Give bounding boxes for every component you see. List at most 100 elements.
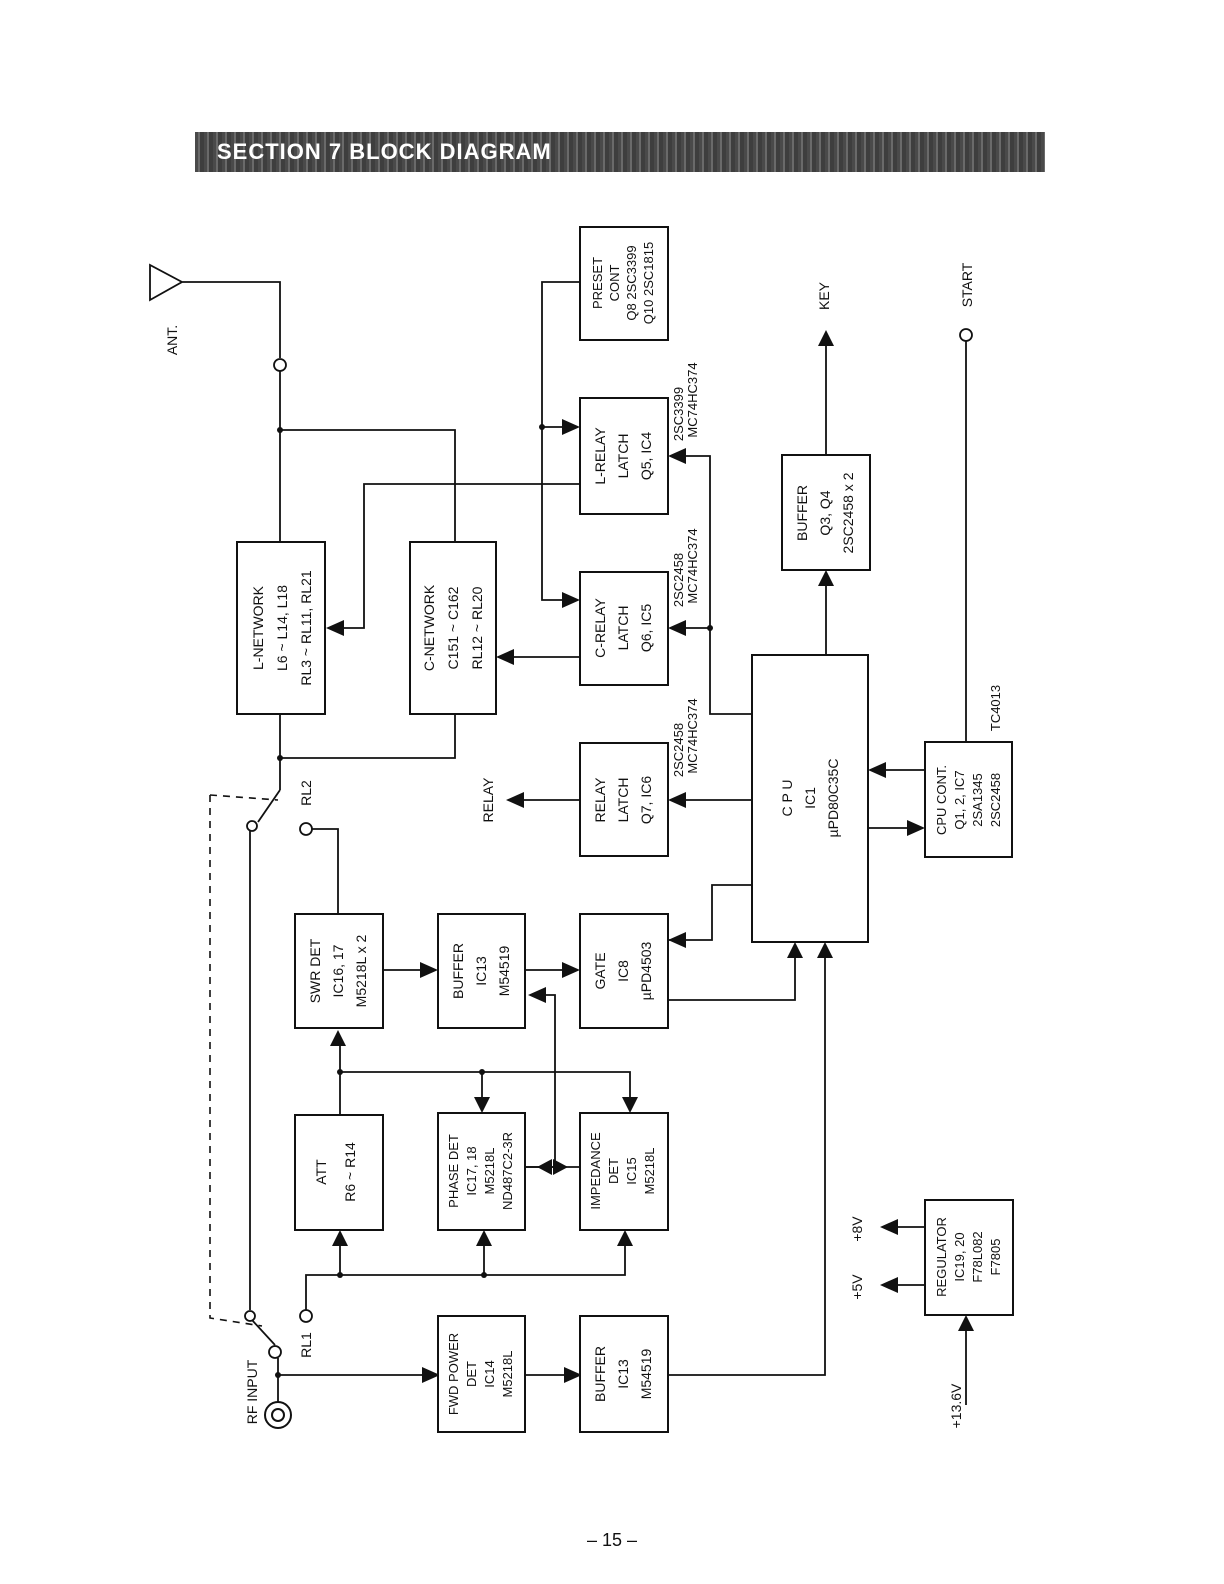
regulator-label-4: F7805 bbox=[988, 1239, 1003, 1276]
antenna-symbol bbox=[149, 263, 281, 358]
relay-latch-block bbox=[579, 742, 669, 857]
relay-latch-label-2: LATCH bbox=[615, 778, 631, 823]
cpu-cont-label-2: Q1, 2, IC7 bbox=[952, 770, 967, 829]
buffer-key-label-2: Q3, Q4 bbox=[817, 490, 833, 535]
preset-cont-block bbox=[579, 226, 669, 341]
rl2-terminal bbox=[299, 822, 313, 836]
section-title: SECTION 7 BLOCK DIAGRAM bbox=[217, 139, 552, 164]
relay-latch-part-1: 2SC2458 bbox=[671, 723, 686, 777]
gate-block bbox=[579, 913, 669, 1029]
buffer-key-label-3: 2SC2458 x 2 bbox=[840, 472, 856, 553]
preset-cont-label-4: Q10 2SC1815 bbox=[641, 242, 656, 324]
key-label: KEY bbox=[816, 281, 832, 310]
fwd-power-label-1: FWD POWER bbox=[446, 1333, 461, 1415]
regulator-label-1: REGULATOR bbox=[934, 1217, 949, 1297]
ant-terminal bbox=[273, 358, 287, 372]
fwd-power-label-2: DET bbox=[464, 1361, 479, 1387]
regulator-label-3: F78L082 bbox=[970, 1231, 985, 1282]
l-network-label-3: RL3 ~ RL11, RL21 bbox=[298, 570, 314, 686]
fwd-power-label-3: IC14 bbox=[482, 1360, 497, 1387]
impedance-det-label-4: M5218L bbox=[642, 1148, 657, 1195]
wire-ant-cnetwork bbox=[280, 429, 456, 542]
l-relay-part-2: MC74HC374 bbox=[685, 362, 700, 437]
cpu-label-2: IC1 bbox=[802, 787, 818, 809]
wire-cnetwork-rl2 bbox=[280, 714, 456, 759]
cpu-cont-part: TC4013 bbox=[988, 685, 1003, 731]
buffer-bottom-label-1: BUFFER bbox=[592, 1346, 608, 1402]
section-title-banner: SECTION 7 BLOCK DIAGRAM bbox=[195, 132, 1045, 172]
gate-label-2: IC8 bbox=[615, 960, 631, 982]
cpu-label-1: C P U bbox=[779, 779, 795, 816]
preset-cont-label-1: PRESET bbox=[590, 257, 605, 309]
swr-det-label-2: IC16, 17 bbox=[330, 944, 346, 997]
buffer-ic13-bottom-block bbox=[579, 1315, 669, 1433]
buffer-key-label-1: BUFFER bbox=[794, 485, 810, 541]
c-relay-latch-block bbox=[579, 571, 669, 686]
preset-cont-label-3: Q8 2SC3399 bbox=[624, 245, 639, 320]
buffer-top-label-1: BUFFER bbox=[450, 943, 466, 999]
rf-input-label: RF INPUT bbox=[244, 1359, 260, 1424]
swr-det-label-1: SWR DET bbox=[307, 938, 323, 1003]
preset-cont-label-2: CONT bbox=[607, 265, 622, 302]
fwd-power-det-block bbox=[437, 1315, 526, 1433]
l-relay-latch-block bbox=[579, 397, 669, 515]
l-relay-label-3: Q5, IC4 bbox=[638, 432, 654, 480]
buffer-bottom-label-3: M54519 bbox=[638, 1348, 654, 1399]
swr-det-label-3: M5218L x 2 bbox=[353, 934, 369, 1007]
impedance-det-label-3: IC15 bbox=[624, 1157, 639, 1184]
att-label-1: ATT bbox=[313, 1159, 329, 1185]
swr-det-block bbox=[294, 913, 384, 1029]
c-network-label-1: C-NETWORK bbox=[421, 584, 437, 671]
impedance-det-block bbox=[579, 1112, 669, 1231]
arrowheads bbox=[326, 330, 974, 1383]
phase-det-block bbox=[437, 1112, 526, 1231]
cpu-block bbox=[751, 654, 869, 943]
ant-label: ANT. bbox=[164, 325, 180, 355]
phase-det-label-3: M5218L bbox=[482, 1148, 497, 1195]
fwd-power-label-4: M5218L bbox=[500, 1351, 515, 1398]
impedance-det-label-1: IMPEDANCE bbox=[588, 1132, 603, 1210]
l-relay-label-2: LATCH bbox=[615, 434, 631, 479]
l-relay-part-1: 2SC3399 bbox=[671, 387, 686, 441]
l-network-block bbox=[236, 541, 326, 715]
relay-latch-part-2: MC74HC374 bbox=[685, 698, 700, 773]
rl1-terminal bbox=[299, 1309, 313, 1323]
c-network-block bbox=[409, 541, 497, 715]
rl1-label: RL1 bbox=[298, 1332, 314, 1358]
phase-det-label-4: ND487C2-3R bbox=[500, 1132, 515, 1210]
plus13v-label: +13.6V bbox=[948, 1383, 964, 1428]
buffer-top-label-3: M54519 bbox=[496, 945, 512, 996]
start-label: START bbox=[959, 262, 975, 307]
l-relay-label-1: L-RELAY bbox=[592, 427, 608, 485]
c-relay-label-3: Q6, IC5 bbox=[638, 604, 654, 652]
cpu-label-3: µPD80C35C bbox=[825, 759, 841, 838]
c-relay-part-2: MC74HC374 bbox=[685, 528, 700, 603]
cpu-cont-label-4: 2SC2458 bbox=[988, 773, 1003, 827]
cpu-cont-block bbox=[924, 741, 1013, 858]
l-network-label-1: L-NETWORK bbox=[250, 585, 266, 670]
c-relay-part-1: 2SC2458 bbox=[671, 553, 686, 607]
l-network-label-2: L6 ~ L14, L18 bbox=[274, 585, 290, 671]
rl2-contact bbox=[246, 820, 258, 832]
regulator-label-2: IC19, 20 bbox=[952, 1232, 967, 1281]
c-relay-label-1: C-RELAY bbox=[592, 598, 608, 658]
start-terminal bbox=[959, 328, 973, 342]
cpu-cont-label-3: 2SA1345 bbox=[970, 773, 985, 827]
relay-output-label: RELAY bbox=[480, 777, 496, 823]
gate-label-3: µPD4503 bbox=[638, 941, 654, 1000]
page-number: – 15 – bbox=[586, 1530, 638, 1550]
relay-link-dashed bbox=[209, 795, 263, 1327]
relay-latch-label-3: Q7, IC6 bbox=[638, 776, 654, 824]
phase-det-label-1: PHASE DET bbox=[446, 1134, 461, 1208]
c-relay-label-2: LATCH bbox=[615, 606, 631, 651]
cpu-cont-label-1: CPU CONT. bbox=[934, 765, 949, 835]
plus5v-label: +5V bbox=[849, 1274, 865, 1300]
c-network-label-3: RL12 ~ RL20 bbox=[469, 586, 485, 669]
relay-latch-label-1: RELAY bbox=[592, 777, 608, 823]
c-network-label-2: C151 ~ C162 bbox=[445, 586, 461, 669]
plus8v-label: +8V bbox=[849, 1216, 865, 1242]
buffer-ic13-top-block bbox=[437, 913, 526, 1029]
att-block bbox=[294, 1114, 384, 1231]
buffer-key-block bbox=[781, 454, 871, 571]
